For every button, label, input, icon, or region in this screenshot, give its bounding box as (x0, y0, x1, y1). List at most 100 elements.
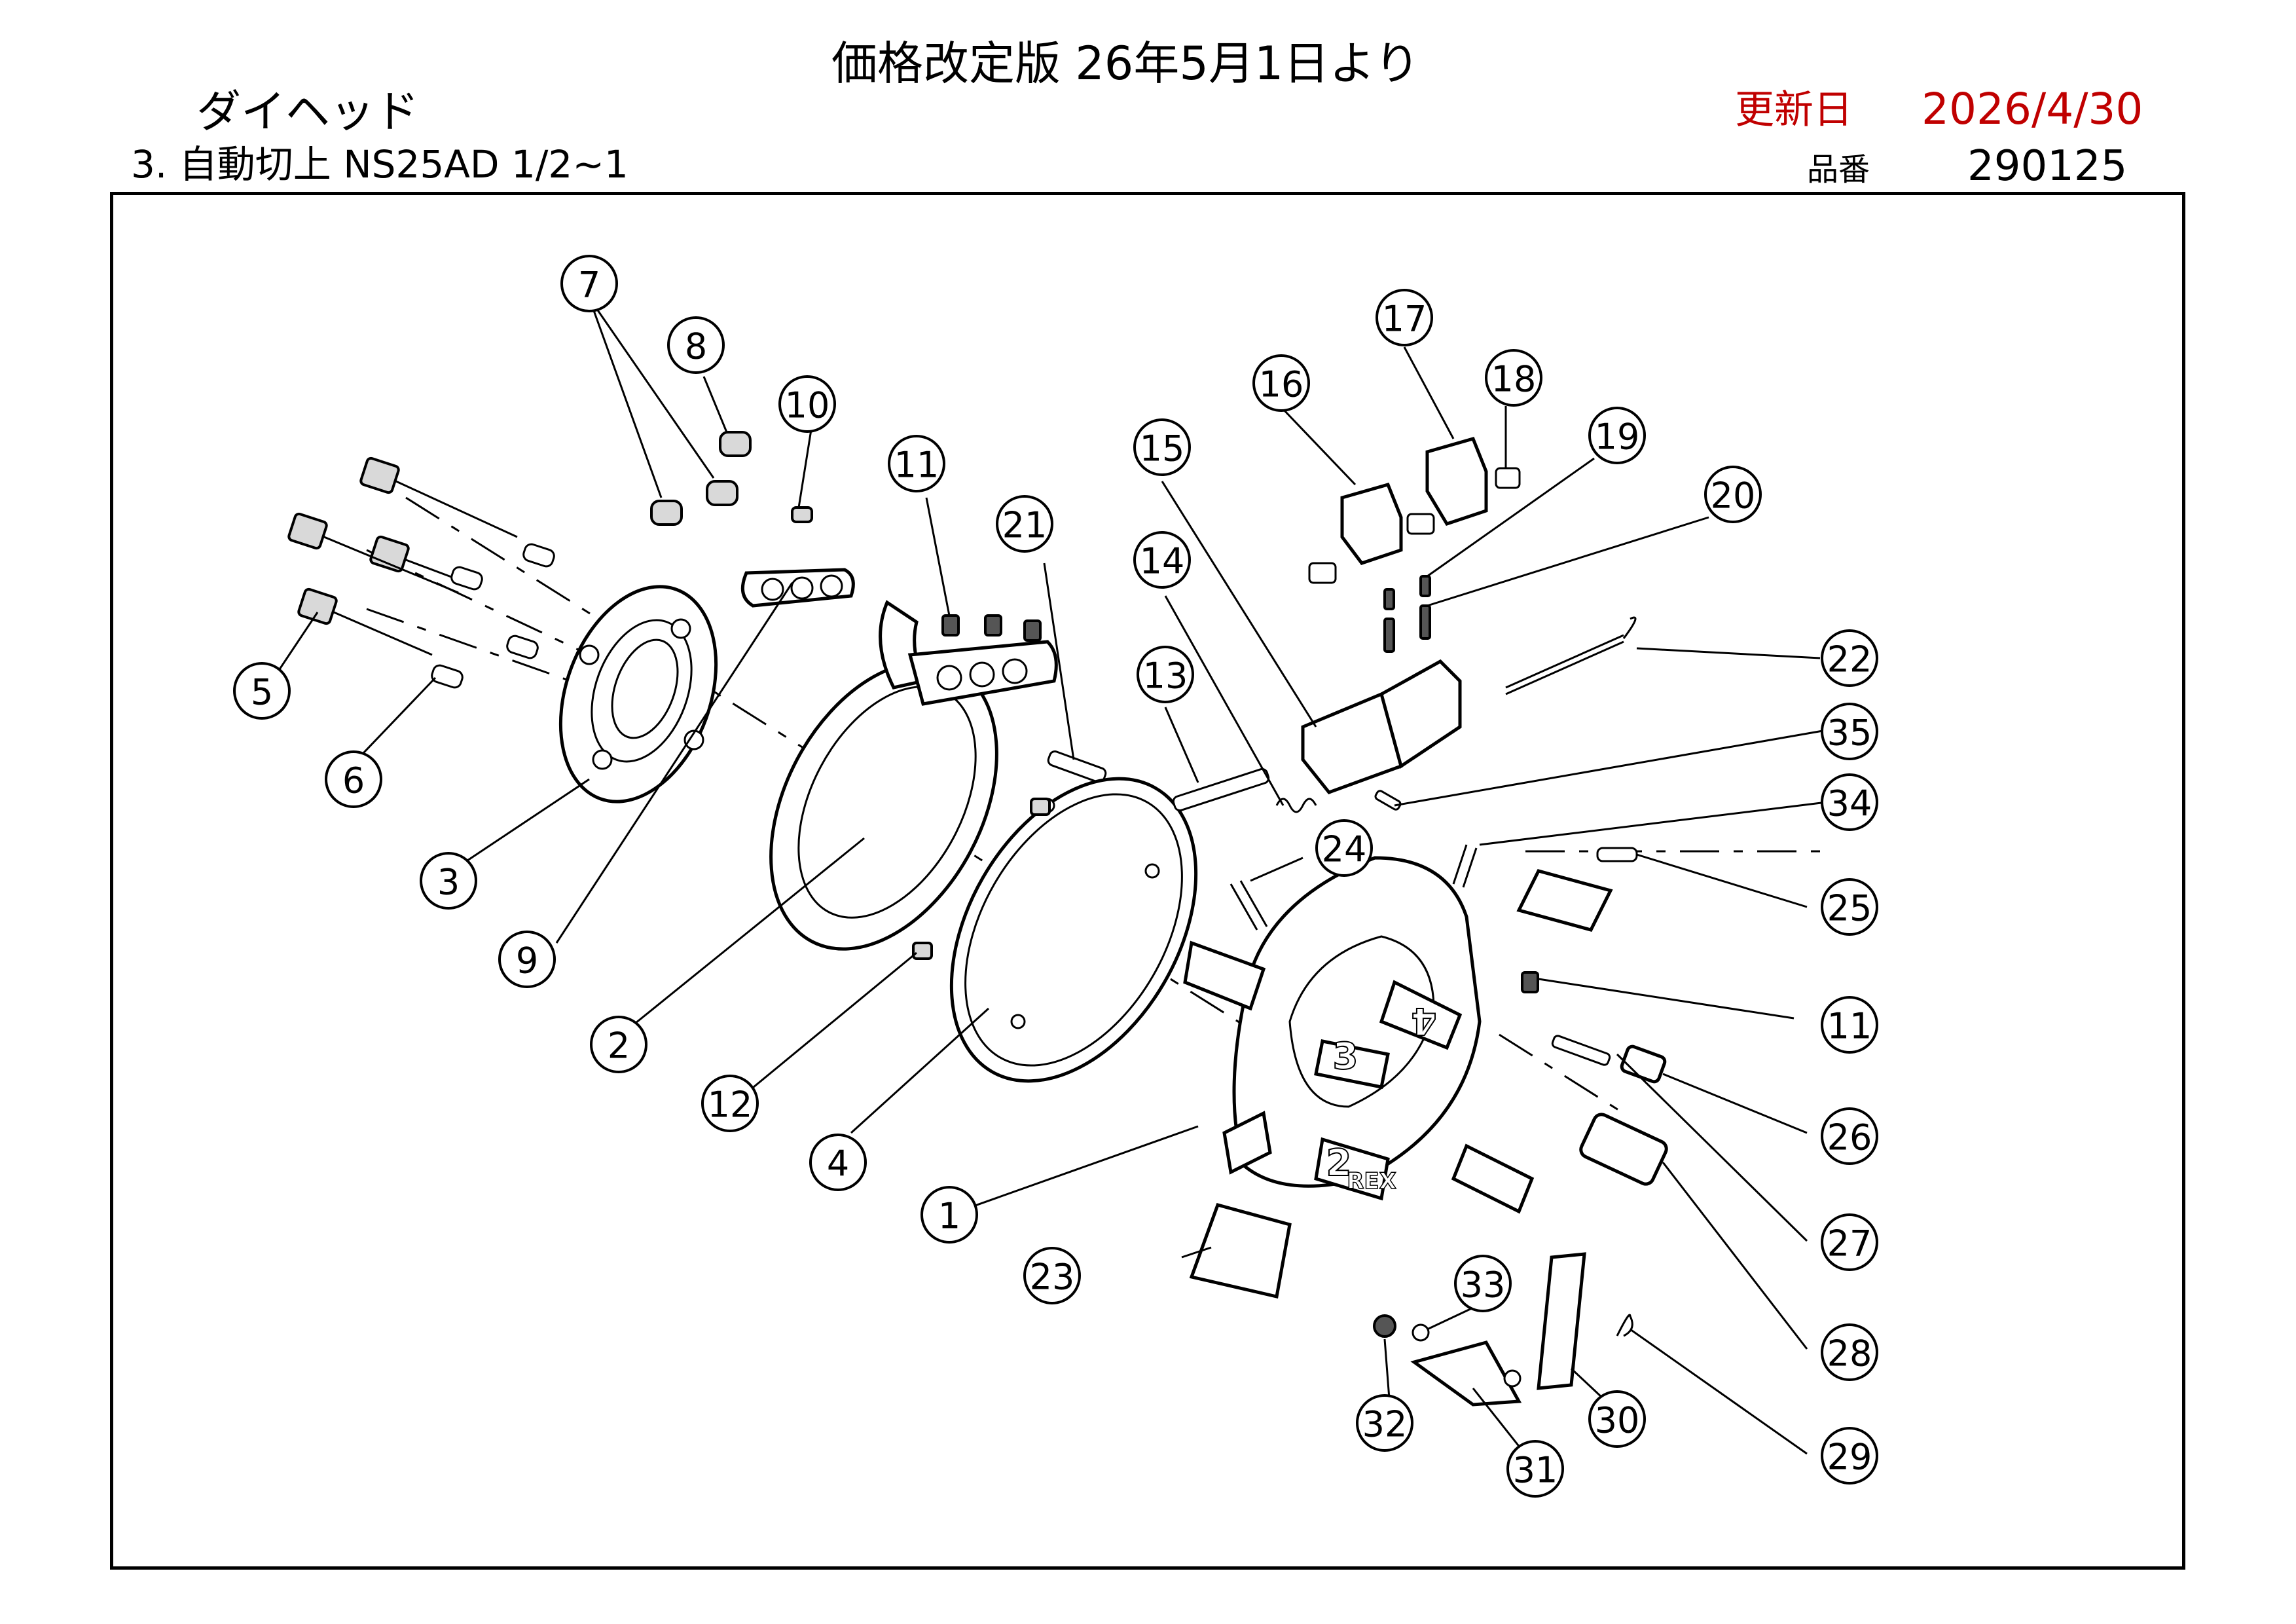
part-2-body-ring (769, 600, 1058, 951)
jaw-mark-3: 3 (1333, 1035, 1358, 1078)
part-11-setscrews (941, 614, 1539, 993)
callout-29: 29 (1821, 1427, 1878, 1485)
svg-text:15: 15 (1140, 428, 1185, 470)
svg-text:12: 12 (708, 1084, 753, 1126)
callout-15: 15 (1133, 418, 1191, 476)
part-7-rollers (650, 431, 752, 526)
svg-text:3: 3 (437, 862, 460, 903)
callout-20: 20 (1704, 466, 1762, 523)
part-number-value: 290125 (1967, 142, 2128, 191)
svg-text:18: 18 (1491, 359, 1537, 400)
svg-text:13: 13 (1143, 655, 1188, 697)
callout-leaders (277, 297, 1827, 1467)
svg-text:19: 19 (1595, 416, 1640, 458)
callout-11: 11 (888, 435, 945, 492)
callout-9: 9 (498, 931, 556, 988)
callout-18: 18 (1485, 349, 1542, 407)
callout-1: 1 (920, 1186, 978, 1244)
callout-8: 8 (667, 316, 725, 374)
svg-text:27: 27 (1827, 1223, 1872, 1264)
svg-text:11: 11 (894, 445, 939, 486)
part-34-spring (1452, 844, 1478, 888)
part-marks: 3 4 2 REX (1326, 999, 1438, 1195)
callout-12: 12 (701, 1075, 759, 1132)
part-35-pin (1374, 790, 1402, 811)
svg-text:11: 11 (1827, 1006, 1872, 1047)
svg-text:8: 8 (685, 326, 707, 367)
jaw-mark-4: 4 (1412, 999, 1437, 1042)
svg-text:26: 26 (1827, 1117, 1872, 1158)
updated-label: 更新日 (1735, 87, 1853, 133)
callout-17: 17 (1376, 289, 1433, 346)
callout-26: 26 (1821, 1107, 1878, 1165)
part-9-link-plate (740, 568, 855, 608)
svg-text:1: 1 (938, 1196, 960, 1237)
jaw-mark-2: 2 (1326, 1142, 1352, 1185)
part-19-20-springs (1383, 575, 1431, 653)
part-4-gasket (949, 777, 1198, 1083)
svg-text:35: 35 (1827, 712, 1872, 754)
svg-text:34: 34 (1827, 783, 1872, 824)
part-15-block (1301, 659, 1462, 794)
callout-7: 7 (560, 255, 618, 312)
part-6-pins (431, 543, 555, 689)
callout-5: 5 (233, 662, 291, 720)
callout-2: 2 (590, 1016, 647, 1073)
svg-text:23: 23 (1030, 1257, 1075, 1298)
callout-35: 35 (1821, 703, 1878, 760)
callout-13: 13 (1137, 646, 1194, 703)
callout-28: 28 (1821, 1323, 1878, 1381)
callout-31: 31 (1506, 1440, 1564, 1498)
svg-text:31: 31 (1513, 1450, 1558, 1491)
part-14-spring (1275, 798, 1317, 813)
model-subtitle: 3. 自動切上 NS25AD 1/2~1 (131, 142, 629, 187)
svg-text:20: 20 (1711, 475, 1756, 517)
svg-text:5: 5 (251, 672, 273, 713)
part-32-33-screws (1373, 1314, 1430, 1342)
diagram-frame (110, 192, 2185, 1570)
part-24-spring (1230, 880, 1268, 931)
svg-text:21: 21 (1002, 505, 1048, 546)
svg-text:14: 14 (1140, 541, 1185, 582)
part-13-shaft (1172, 767, 1270, 812)
svg-text:30: 30 (1595, 1400, 1640, 1441)
svg-text:9: 9 (516, 940, 538, 982)
part-22-spring (1505, 616, 1637, 695)
callout-22: 22 (1821, 629, 1878, 687)
callout-30: 30 (1588, 1390, 1646, 1448)
svg-text:16: 16 (1259, 364, 1304, 405)
part-number-label: 品番 (1807, 151, 1870, 188)
part-16-17-cams (1308, 436, 1521, 584)
callout-4: 4 (809, 1134, 867, 1191)
svg-text:32: 32 (1362, 1404, 1408, 1445)
callout-6: 6 (325, 750, 382, 808)
svg-text:17: 17 (1382, 299, 1427, 340)
svg-text:28: 28 (1827, 1333, 1872, 1375)
callout-3: 3 (420, 852, 477, 910)
svg-text:22: 22 (1827, 639, 1872, 680)
svg-text:24: 24 (1322, 829, 1367, 870)
part-23-chasers (1183, 869, 1613, 1299)
callout-33: 33 (1454, 1255, 1512, 1312)
svg-text:6: 6 (342, 760, 365, 802)
part-10-pin (791, 506, 813, 523)
updated-date: 2026/4/30 (1922, 84, 2143, 134)
callout-25: 25 (1821, 878, 1878, 936)
brand-mark: REX (1347, 1168, 1396, 1194)
part-1-die-head (1232, 856, 1482, 1201)
part-26-27-28-plungers (1551, 1035, 1668, 1186)
callout-10: 10 (778, 375, 836, 433)
svg-text:29: 29 (1827, 1437, 1872, 1478)
svg-text:33: 33 (1461, 1264, 1506, 1306)
svg-text:4: 4 (827, 1143, 849, 1185)
part-12-screws (912, 798, 1051, 960)
callout-14: 14 (1133, 531, 1191, 589)
part-3-plate (558, 585, 718, 803)
svg-text:25: 25 (1827, 888, 1872, 929)
callout-19: 19 (1588, 407, 1646, 464)
part-5-screws (287, 456, 518, 656)
svg-text:10: 10 (785, 385, 830, 426)
svg-text:2: 2 (608, 1025, 630, 1067)
page-title: 価格改定版 26年5月1日より (831, 37, 1420, 90)
